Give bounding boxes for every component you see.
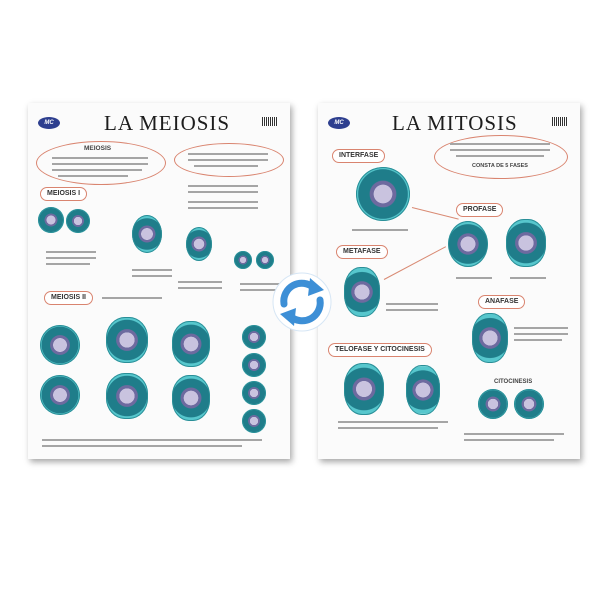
phase-label-interfase: INTERFASE bbox=[332, 149, 386, 163]
pointer-line bbox=[411, 207, 459, 220]
section-label-meiosis-i: MEIOSIS I bbox=[40, 187, 88, 201]
cell-diagram bbox=[472, 313, 508, 363]
phase-count-note: CONSTA DE 5 FASES bbox=[472, 163, 528, 169]
text-line bbox=[386, 303, 438, 305]
text-line bbox=[102, 297, 162, 299]
definition-bubble bbox=[434, 135, 568, 179]
cell-diagram bbox=[242, 381, 266, 405]
text-line bbox=[456, 277, 492, 279]
text-line bbox=[178, 287, 222, 289]
phase-label-telofase: TELOFASE Y CITOCINESIS bbox=[328, 343, 432, 357]
text-line bbox=[58, 175, 128, 177]
text-line bbox=[46, 263, 90, 265]
poster-title-mitosis: LA MITOSIS bbox=[392, 111, 518, 135]
phase-label-citocinesis: CITOCINESIS bbox=[494, 379, 533, 385]
cell-diagram bbox=[242, 353, 266, 377]
text-line bbox=[188, 191, 258, 193]
info-bubble bbox=[174, 143, 284, 177]
cell-diagram bbox=[478, 389, 508, 419]
publisher-logo: MC bbox=[38, 117, 60, 129]
text-line bbox=[510, 277, 546, 279]
phase-label-anafase: ANAFASE bbox=[478, 295, 526, 309]
cell-diagram bbox=[344, 267, 380, 317]
text-line bbox=[194, 165, 258, 167]
cell-diagram bbox=[172, 375, 210, 421]
text-line bbox=[464, 433, 564, 435]
cell-diagram bbox=[172, 321, 210, 367]
text-line bbox=[132, 275, 172, 277]
text-line bbox=[52, 163, 148, 165]
cell-diagram bbox=[514, 389, 544, 419]
cell-diagram bbox=[106, 317, 148, 363]
phase-label-profase: PROFASE bbox=[456, 203, 504, 217]
cell-diagram bbox=[40, 325, 80, 365]
section-label-meiosis-ii: MEIOSIS II bbox=[44, 291, 94, 305]
cell-diagram bbox=[506, 219, 546, 267]
cell-diagram bbox=[40, 375, 80, 415]
text-line bbox=[52, 169, 142, 171]
cell-diagram bbox=[448, 221, 488, 267]
sync-arrows-icon bbox=[272, 272, 332, 332]
text-line bbox=[352, 229, 408, 231]
text-line bbox=[386, 309, 438, 311]
text-line bbox=[42, 445, 242, 447]
mitosis-poster: MC LA MITOSIS CONSTA DE 5 FASES INTERFAS… bbox=[318, 103, 580, 459]
cell-diagram bbox=[106, 373, 148, 419]
definition-bubble bbox=[36, 141, 166, 185]
cell-diagram bbox=[242, 409, 266, 433]
text-line bbox=[188, 207, 258, 209]
text-line bbox=[188, 159, 268, 161]
text-line bbox=[514, 327, 568, 329]
text-line bbox=[240, 283, 280, 285]
text-line bbox=[46, 257, 96, 259]
text-line bbox=[450, 143, 550, 145]
cell-diagram bbox=[356, 167, 410, 221]
text-line bbox=[240, 289, 280, 291]
text-line bbox=[46, 251, 96, 253]
cell-diagram bbox=[66, 209, 90, 233]
cell-diagram bbox=[406, 365, 440, 415]
cell-diagram bbox=[234, 251, 252, 269]
pointer-line bbox=[383, 246, 447, 280]
text-line bbox=[132, 269, 172, 271]
text-line bbox=[188, 185, 258, 187]
definition-bubble-title: MEIOSIS bbox=[84, 145, 112, 152]
text-line bbox=[338, 421, 448, 423]
meiosis-poster: MC LA MEIOSIS MEIOSIS MEIOSIS I MEIOSIS … bbox=[28, 103, 290, 459]
phase-label-metafase: METAFASE bbox=[336, 245, 388, 259]
text-line bbox=[514, 333, 568, 335]
text-line bbox=[178, 281, 222, 283]
barcode-icon bbox=[552, 117, 568, 126]
text-line bbox=[450, 149, 550, 151]
text-line bbox=[464, 439, 554, 441]
text-line bbox=[42, 439, 262, 441]
text-line bbox=[188, 201, 258, 203]
barcode-icon bbox=[262, 117, 278, 126]
text-line bbox=[338, 427, 438, 429]
cell-diagram bbox=[242, 325, 266, 349]
cell-diagram bbox=[38, 207, 64, 233]
text-line bbox=[188, 153, 268, 155]
text-line bbox=[52, 157, 148, 159]
cell-diagram bbox=[186, 227, 212, 261]
publisher-logo: MC bbox=[328, 117, 350, 129]
text-line bbox=[456, 155, 544, 157]
cell-diagram bbox=[132, 215, 162, 253]
poster-title-meiosis: LA MEIOSIS bbox=[104, 111, 231, 135]
cell-diagram bbox=[256, 251, 274, 269]
text-line bbox=[514, 339, 562, 341]
cell-diagram bbox=[344, 363, 384, 415]
